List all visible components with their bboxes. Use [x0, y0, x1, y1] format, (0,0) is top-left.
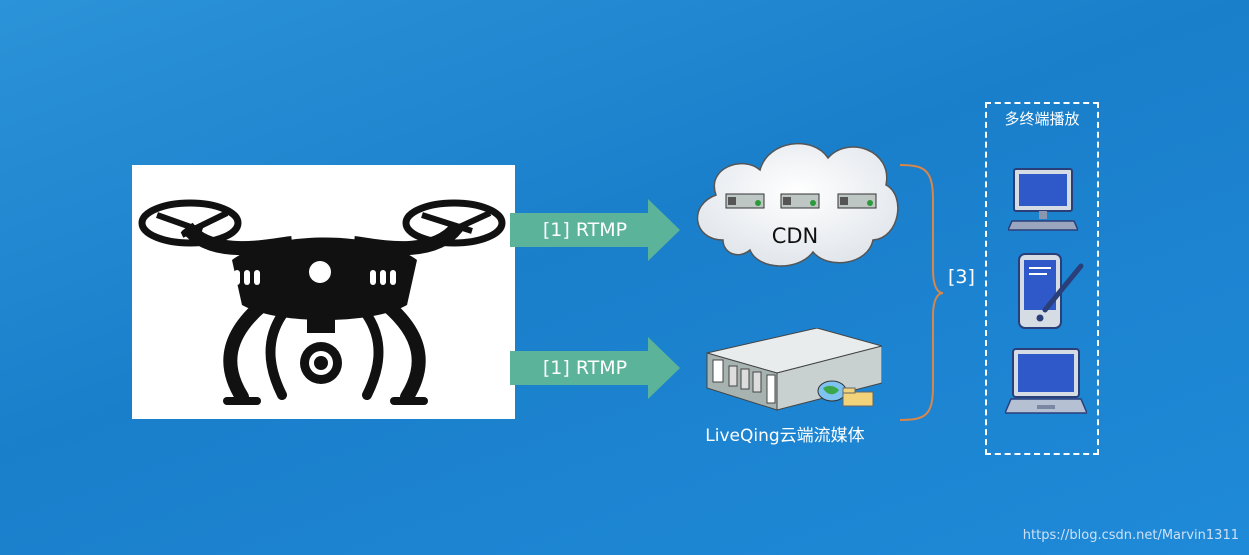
monitor-icon — [1008, 167, 1078, 232]
drone-icon — [132, 165, 515, 419]
rtmp-label-top: [1] RTMP — [510, 199, 660, 261]
server-icon — [781, 194, 819, 208]
server-rack-icon — [697, 328, 882, 413]
rtmp-arrow-to-server: [1] RTMP — [510, 337, 680, 399]
globe-icon — [818, 381, 846, 401]
server-icon — [838, 194, 876, 208]
terminal-group-title: 多终端播放 — [985, 108, 1099, 129]
watermark: https://blog.csdn.net/Marvin1311 — [1023, 528, 1239, 543]
cdn-label: CDN — [760, 224, 830, 248]
laptop-icon — [1005, 347, 1087, 419]
rtmp-label-bottom: [1] RTMP — [510, 337, 660, 399]
cloud-icon — [688, 120, 903, 275]
rtmp-arrow-to-cdn: [1] RTMP — [510, 199, 680, 261]
cdn-cloud — [688, 120, 903, 275]
pda-icon — [1015, 252, 1087, 330]
brace-icon — [895, 160, 945, 425]
distribution-brace — [895, 160, 945, 425]
folder-icon — [843, 388, 873, 406]
server-label: LiveQing云端流媒体 — [660, 421, 910, 446]
distribution-label: [3] — [948, 266, 975, 288]
drone-image — [132, 165, 515, 419]
server-icon — [726, 194, 764, 208]
streaming-server — [697, 328, 882, 413]
